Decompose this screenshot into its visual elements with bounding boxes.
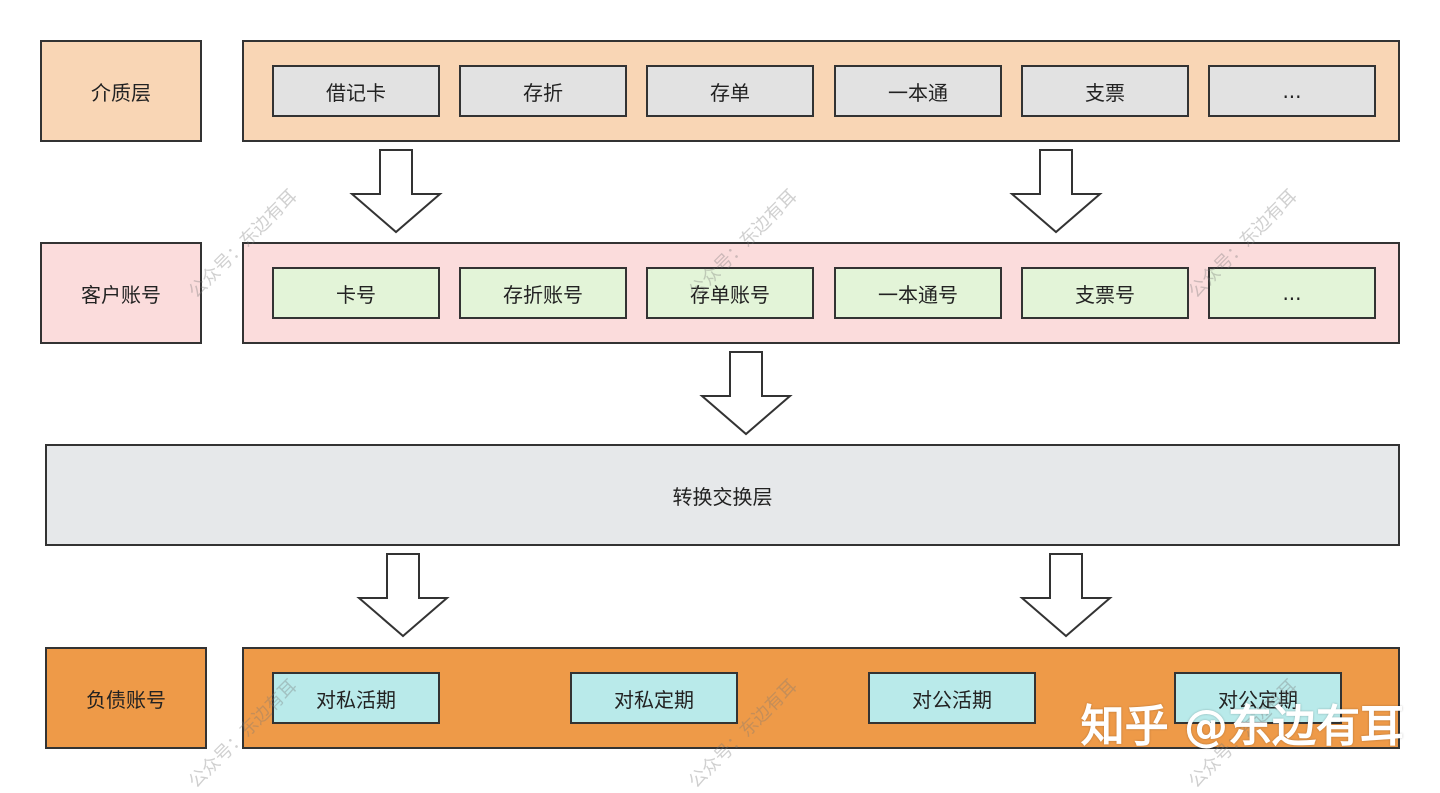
medium-item-label: 一本通: [888, 80, 948, 105]
liability-item: 对私活期: [272, 672, 440, 724]
medium-layer-label: 介质层: [40, 40, 202, 142]
zhihu-brand-watermark: 知乎 @东边有耳: [1080, 701, 1404, 752]
customer-item: 存单账号: [646, 267, 814, 319]
liability-item: 对公定期: [1174, 672, 1342, 724]
medium-item-label: 存折: [523, 80, 563, 105]
customer-layer-label: 客户账号: [40, 242, 202, 344]
customer-item-label: 一本通号: [878, 282, 958, 307]
medium-layer-label-text: 介质层: [91, 80, 151, 105]
medium-item: 一本通: [834, 65, 1002, 117]
liability-layer-label: 负债账号: [45, 647, 207, 749]
liability-item-label: 对公活期: [912, 687, 992, 712]
medium-item-label: 支票: [1085, 80, 1125, 105]
customer-item-label: ...: [1282, 281, 1302, 305]
customer-item: 支票号: [1021, 267, 1189, 319]
customer-item: 一本通号: [834, 267, 1002, 319]
liability-layer-label-text: 负债账号: [86, 687, 166, 712]
customer-item-label: 支票号: [1075, 282, 1135, 307]
medium-item: 存单: [646, 65, 814, 117]
medium-item: 存折: [459, 65, 627, 117]
down-arrow-icon: [1019, 553, 1113, 638]
medium-item-label: 存单: [710, 80, 750, 105]
medium-item-label: 借记卡: [326, 80, 386, 105]
customer-item: 卡号: [272, 267, 440, 319]
medium-item: ...: [1208, 65, 1376, 117]
customer-layer-label-text: 客户账号: [81, 282, 161, 307]
down-arrow-icon: [356, 553, 450, 638]
customer-item-label: 卡号: [336, 282, 376, 307]
transfer-layer: 转换交换层: [45, 444, 1400, 546]
customer-item-label: 存折账号: [503, 282, 583, 307]
down-arrow-icon: [349, 149, 443, 234]
customer-item: 存折账号: [459, 267, 627, 319]
liability-item-label: 对私定期: [614, 687, 694, 712]
down-arrow-icon: [699, 351, 793, 436]
medium-item: 借记卡: [272, 65, 440, 117]
liability-item: 对私定期: [570, 672, 738, 724]
medium-item-label: ...: [1282, 79, 1302, 103]
customer-item: ...: [1208, 267, 1376, 319]
medium-item: 支票: [1021, 65, 1189, 117]
transfer-layer-label: 转换交换层: [672, 484, 773, 509]
customer-item-label: 存单账号: [690, 282, 770, 307]
liability-item: 对公活期: [868, 672, 1036, 724]
down-arrow-icon: [1009, 149, 1103, 234]
liability-item-label: 对公定期: [1218, 687, 1298, 712]
liability-item-label: 对私活期: [316, 687, 396, 712]
